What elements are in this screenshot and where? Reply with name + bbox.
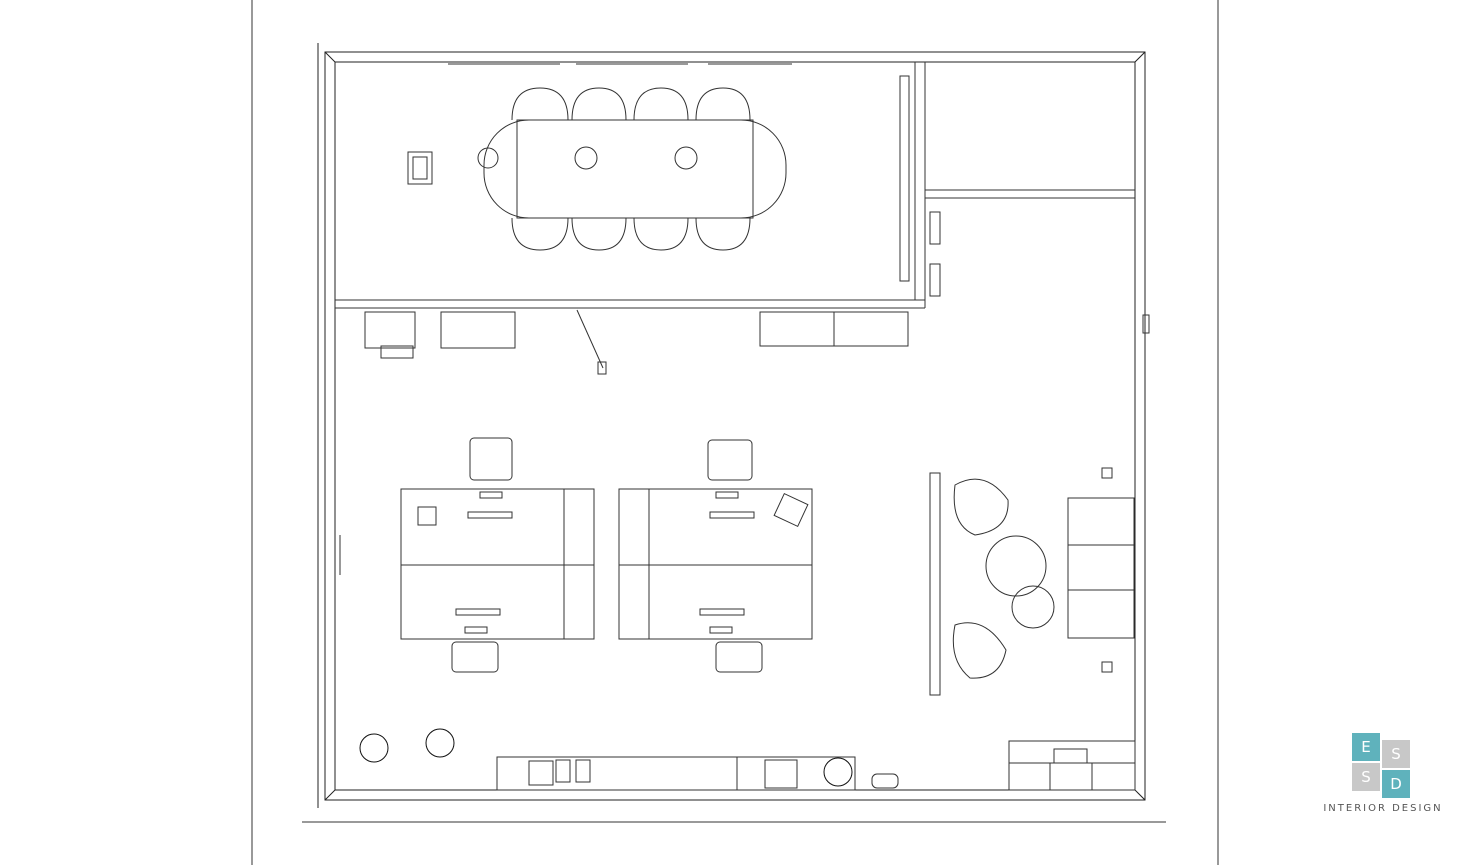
building-walls — [317, 43, 1146, 808]
logo-letter-e: E — [1352, 733, 1380, 761]
conference-chairs — [511, 87, 751, 251]
workstation-left — [400, 437, 595, 673]
windows — [339, 63, 1150, 575]
meeting-room-walls — [335, 62, 1135, 375]
plants — [359, 728, 853, 787]
conference-table — [407, 119, 787, 219]
cabinets — [364, 211, 941, 359]
logo-letter-s-top: S — [1382, 740, 1410, 768]
logo-letter-s-bottom: S — [1352, 763, 1380, 791]
brand-logo: E S S D — [1352, 733, 1412, 798]
logo-tagline: INTERIOR DESIGN — [1323, 803, 1443, 814]
workstation-right — [618, 439, 813, 673]
logo-letter-d: D — [1382, 770, 1410, 798]
bottom-counter — [496, 756, 899, 791]
kitchenette — [1008, 740, 1136, 791]
lounge-area — [929, 467, 1135, 696]
